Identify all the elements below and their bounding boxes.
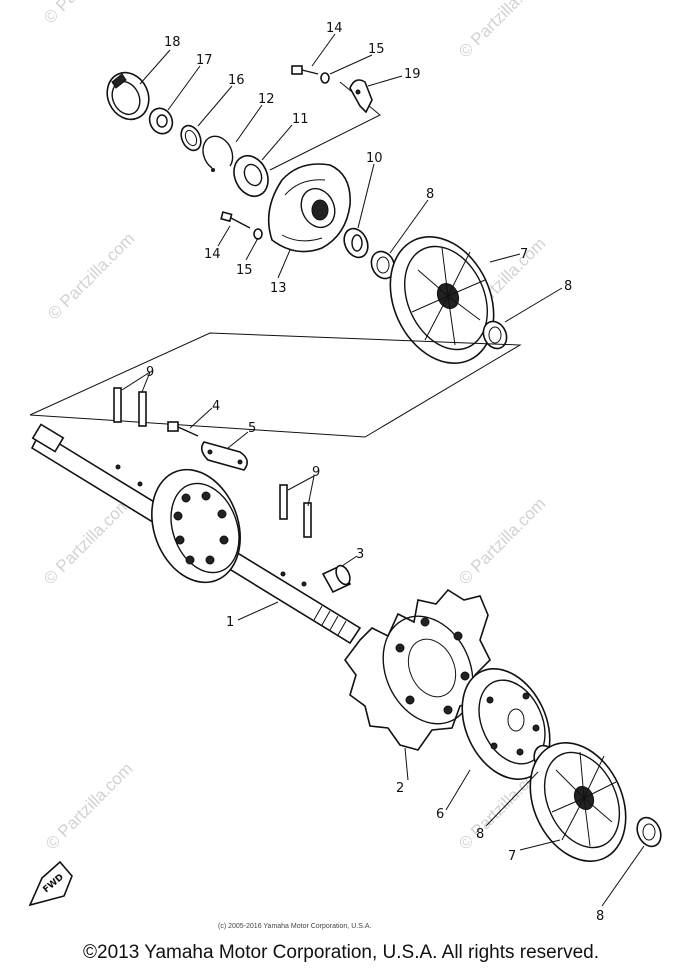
part-9-pin[interactable] [113, 387, 147, 487]
callout-7: 7 [520, 247, 528, 262]
callout-13: 13 [270, 281, 287, 296]
callout-8: 8 [596, 909, 604, 924]
callout-18: 18 [164, 35, 181, 50]
part-13-housing[interactable] [267, 163, 351, 253]
leader-lines [121, 33, 645, 907]
part-6-plate[interactable] [445, 655, 567, 794]
callout-5: 5 [248, 421, 256, 436]
callout-10: 10 [366, 151, 383, 166]
part-16-washer[interactable] [177, 122, 204, 153]
callout-4: 4 [212, 399, 220, 414]
callout-9: 9 [312, 465, 320, 480]
part-9-pin[interactable] [279, 484, 312, 587]
guide-box [29, 332, 522, 438]
footer-copyright: ©2013 Yamaha Motor Corporation, U.S.A. A… [83, 942, 599, 963]
part-8-washer[interactable] [367, 248, 399, 283]
fwd-arrow-icon: FWD [28, 860, 73, 907]
callout-11: 11 [292, 112, 309, 127]
callout-15: 15 [236, 263, 253, 278]
part-12-circlip[interactable] [202, 135, 234, 172]
callout-1: 1 [226, 615, 234, 630]
callout-19: 19 [404, 67, 421, 82]
callouts: 18 17 16 12 11 14 15 19 10 8 7 8 13 15 1… [146, 21, 604, 924]
part-8-washer[interactable] [479, 318, 511, 353]
callout-17: 17 [196, 53, 213, 68]
callout-3: 3 [356, 547, 364, 562]
callout-12: 12 [258, 92, 275, 107]
part-17-nut[interactable] [146, 105, 177, 138]
part-18-cap[interactable] [100, 66, 157, 126]
callout-6: 6 [436, 807, 444, 822]
part-drive-disc[interactable] [137, 457, 256, 595]
callout-8: 8 [426, 187, 434, 202]
part-10-seal[interactable] [340, 225, 373, 261]
callout-8: 8 [564, 279, 572, 294]
callout-8: 8 [476, 827, 484, 842]
part-15-washer[interactable] [320, 72, 330, 84]
part-2-sprocket[interactable] [344, 588, 491, 751]
callout-15: 15 [368, 42, 385, 57]
part-7-wheel[interactable] [512, 727, 644, 877]
callout-16: 16 [228, 73, 245, 88]
part-4-bolt[interactable] [167, 421, 199, 437]
part-5-plate[interactable] [200, 441, 248, 471]
part-8-washer[interactable] [633, 814, 666, 850]
part-7-wheel[interactable] [371, 220, 514, 380]
callout-14: 14 [204, 247, 221, 262]
callout-2: 2 [396, 781, 404, 796]
inner-copyright: (c) 2005-2016 Yamaha Motor Corporation, … [218, 923, 372, 930]
part-19-bracket[interactable] [349, 79, 373, 114]
callout-7: 7 [508, 849, 516, 864]
part-3-collar[interactable] [321, 563, 353, 594]
part-14-bolt[interactable] [220, 211, 251, 229]
callout-9: 9 [146, 365, 154, 380]
part-11-bearing[interactable] [228, 150, 275, 202]
part-14-bolt[interactable] [291, 65, 319, 75]
part-15-washer[interactable] [253, 228, 263, 240]
callout-14: 14 [326, 21, 343, 36]
